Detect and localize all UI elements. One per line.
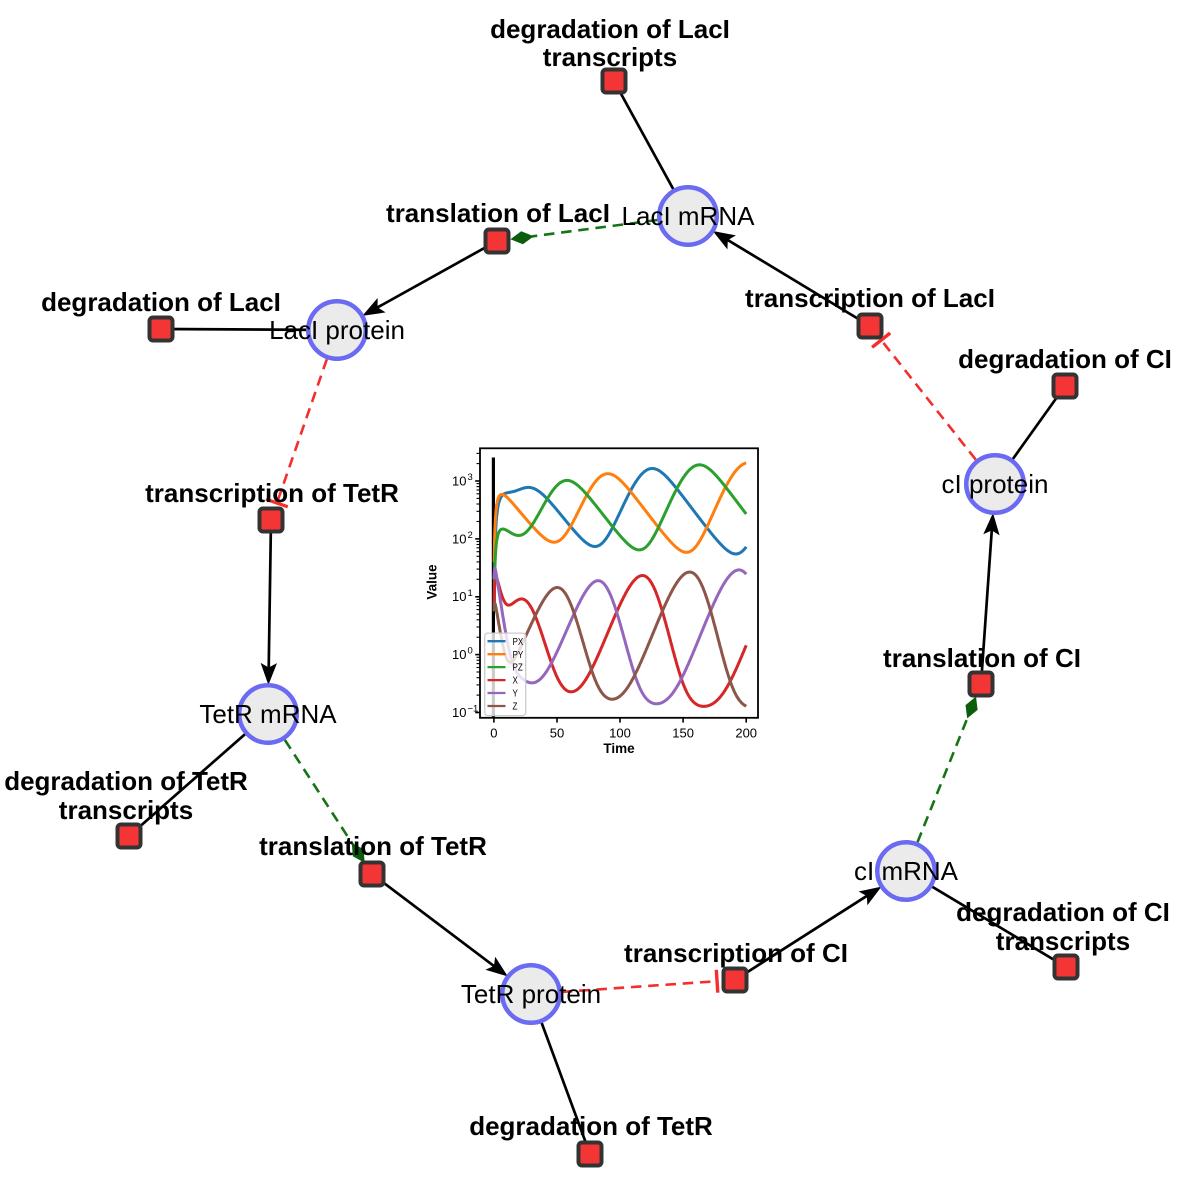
svg-text:0: 0	[468, 646, 473, 657]
svg-text:translation of TetR: translation of TetR	[259, 831, 487, 861]
svg-text:transcription of LacI: transcription of LacI	[745, 283, 995, 313]
svg-text:cI mRNA: cI mRNA	[854, 856, 959, 886]
svg-text:3: 3	[468, 472, 473, 483]
svg-text:TetR mRNA: TetR mRNA	[199, 699, 337, 729]
svg-text:transcription of TetR: transcription of TetR	[145, 478, 399, 508]
svg-text:transcription of CI: transcription of CI	[624, 938, 848, 968]
svg-text:translation of CI: translation of CI	[883, 643, 1081, 673]
svg-text:10: 10	[452, 589, 466, 604]
svg-text:degradation of CI: degradation of CI	[956, 897, 1170, 927]
svg-text:LacI mRNA: LacI mRNA	[622, 201, 756, 231]
svg-text:2: 2	[468, 530, 473, 541]
svg-text:0: 0	[490, 726, 497, 741]
svg-text:cI protein: cI protein	[942, 469, 1049, 499]
svg-text:degradation of LacI: degradation of LacI	[41, 287, 281, 317]
svg-text:1: 1	[468, 588, 473, 599]
svg-text:10: 10	[452, 647, 466, 662]
svg-text:LacI protein: LacI protein	[269, 315, 405, 345]
svg-text:−1: −1	[468, 704, 479, 715]
svg-text:TetR protein: TetR protein	[461, 979, 601, 1009]
svg-text:200: 200	[735, 726, 757, 741]
svg-text:translation of LacI: translation of LacI	[386, 198, 610, 228]
svg-text:10: 10	[452, 705, 466, 720]
svg-text:PX: PX	[513, 636, 524, 647]
svg-text:Value: Value	[425, 564, 440, 600]
svg-text:degradation of TetR: degradation of TetR	[4, 766, 248, 796]
svg-text:10: 10	[452, 531, 466, 546]
svg-text:X: X	[513, 675, 518, 686]
svg-text:degradation of CI: degradation of CI	[958, 344, 1172, 374]
svg-text:Z: Z	[513, 701, 518, 712]
svg-text:100: 100	[609, 726, 631, 741]
svg-text:PZ: PZ	[513, 662, 524, 673]
svg-text:10: 10	[452, 473, 466, 488]
svg-text:degradation of TetR: degradation of TetR	[469, 1111, 713, 1141]
svg-text:transcripts: transcripts	[543, 42, 677, 72]
svg-text:PY: PY	[513, 649, 524, 660]
svg-text:Y: Y	[513, 688, 518, 699]
svg-text:transcripts: transcripts	[996, 926, 1130, 956]
svg-text:50: 50	[550, 726, 564, 741]
svg-text:transcripts: transcripts	[59, 795, 193, 825]
svg-text:degradation of LacI: degradation of LacI	[490, 14, 730, 44]
svg-text:150: 150	[672, 726, 694, 741]
svg-text:Time: Time	[603, 741, 635, 756]
